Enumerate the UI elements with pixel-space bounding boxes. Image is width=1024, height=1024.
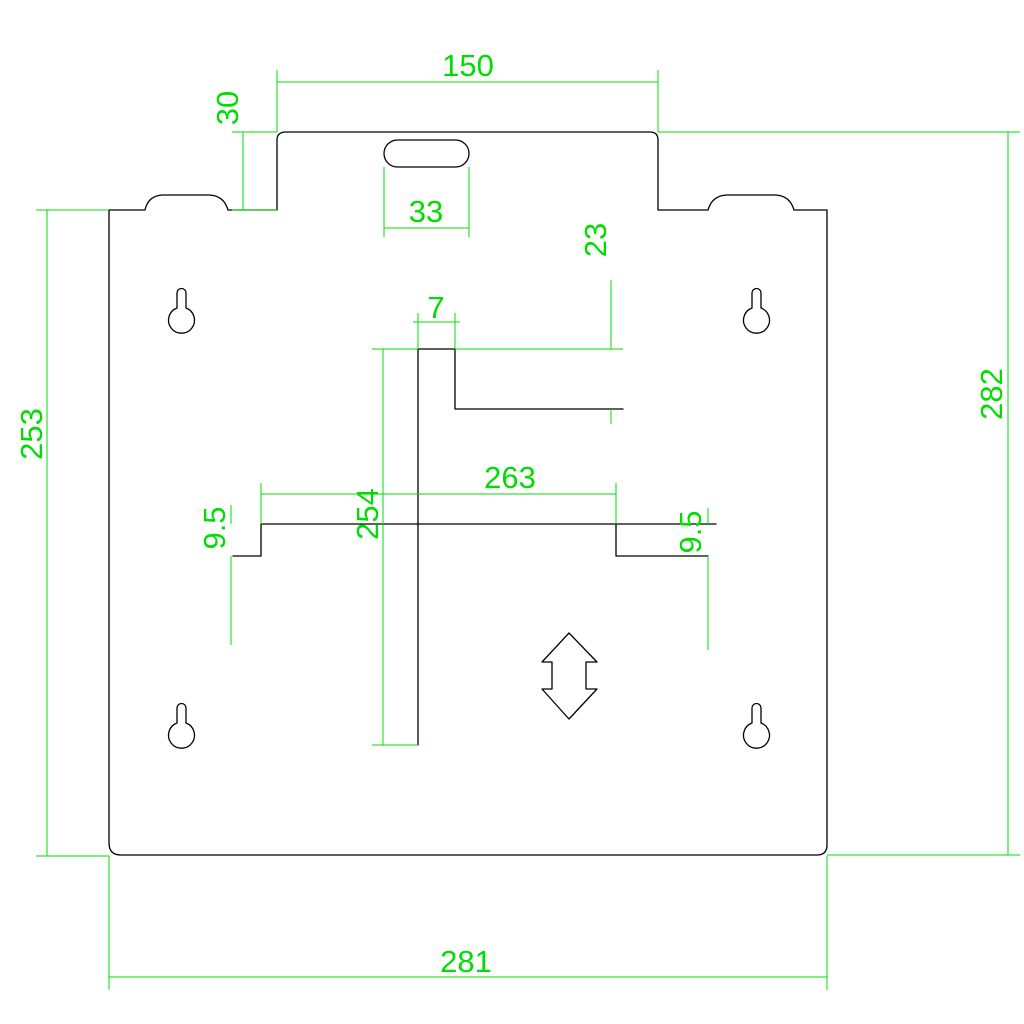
dim-label-9-5-left: 9.5 <box>197 506 232 549</box>
dim-horizontal-slot-length: 263 <box>260 460 617 524</box>
keyhole-top-right <box>742 287 771 334</box>
keyhole-icon <box>167 287 196 334</box>
dim-label-263: 263 <box>484 460 536 495</box>
dim-right-offset: 9.5 <box>673 508 709 650</box>
dim-top-tab-width: 150 <box>276 48 659 132</box>
dim-label-23: 23 <box>578 223 613 257</box>
dim-label-254: 254 <box>350 488 385 540</box>
dim-label-7: 7 <box>427 290 444 325</box>
keyhole-icon <box>742 702 771 749</box>
vertical-rail <box>417 348 624 746</box>
dim-tab-height: 30 <box>210 91 277 211</box>
horizontal-rail <box>232 523 709 557</box>
double-arrow-icon <box>541 632 598 720</box>
dim-slot-width: 33 <box>383 167 470 237</box>
dim-label-253: 253 <box>14 408 49 460</box>
dim-label-282: 282 <box>974 368 1009 420</box>
keyhole-bottom-left <box>167 702 196 749</box>
dim-total-height: 282 <box>658 131 1020 856</box>
keyhole-icon <box>167 702 196 749</box>
dim-plate-height: 253 <box>14 209 109 857</box>
dim-label-33: 33 <box>409 194 443 229</box>
dim-label-30: 30 <box>210 91 245 125</box>
dim-label-281: 281 <box>440 944 492 979</box>
plate-outline <box>108 131 828 856</box>
oblong-slot <box>383 139 470 168</box>
dim-vertical-slot-width: 7 <box>413 290 460 349</box>
keyhole-icon <box>742 287 771 334</box>
dim-left-offset: 9.5 <box>197 505 232 645</box>
dim-notch-offset: 23 <box>455 223 623 424</box>
dim-label-150: 150 <box>442 48 494 83</box>
plate-perimeter <box>108 131 828 856</box>
dim-plate-width: 281 <box>108 856 828 990</box>
dim-vertical-slot-length: 254 <box>350 348 418 746</box>
dim-label-9-5-right: 9.5 <box>673 510 708 553</box>
keyhole-top-left <box>167 287 196 334</box>
keyhole-bottom-right <box>742 702 771 749</box>
